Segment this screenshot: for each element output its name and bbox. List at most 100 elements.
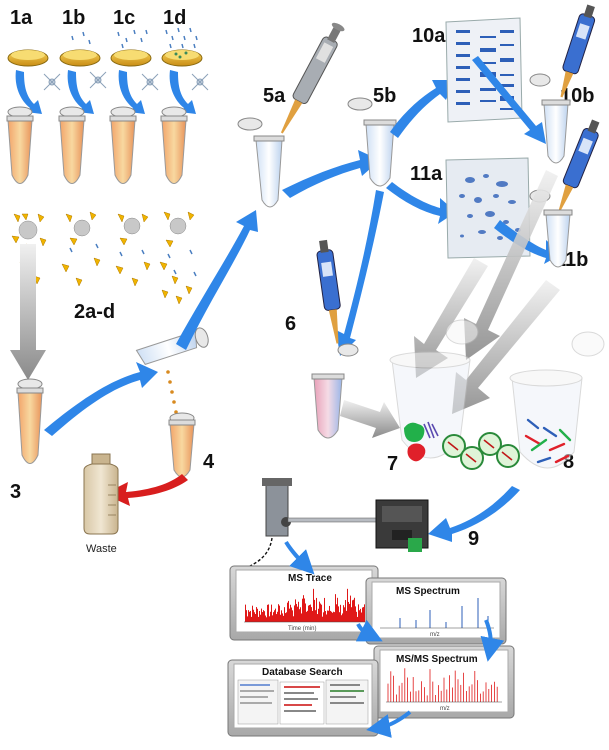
ms-trace-peak [343, 605, 344, 622]
ms-trace-peak [248, 610, 249, 622]
tubes-row-1 [6, 106, 188, 184]
ms-trace-peak [249, 611, 250, 622]
ms-trace-peak [331, 611, 332, 622]
ms-trace-peak [299, 609, 300, 622]
ms-trace-peak [348, 601, 349, 622]
ms-trace-peak [329, 605, 330, 622]
ms-trace-peak [361, 612, 362, 622]
ms-trace-peak [353, 599, 354, 622]
ms-trace-peak [258, 616, 259, 622]
ms-trace-peak [282, 613, 283, 622]
ms-trace-peak [334, 612, 335, 622]
ms-trace-peak [257, 608, 258, 622]
ms-trace-peak [298, 601, 299, 622]
blue-arrow-5b-to-11a [386, 182, 456, 224]
ms-trace-peak [278, 604, 279, 622]
label-1c: 1c [113, 7, 135, 29]
ms-trace-peak [311, 607, 312, 622]
ms-trace-peak [268, 604, 269, 622]
ms-trace-peak [305, 603, 306, 622]
peptides-8 [524, 418, 572, 464]
ms-trace-peak [304, 598, 305, 622]
ms-trace-peak [307, 610, 308, 622]
blue-arrow-4-to-5a [176, 210, 258, 350]
ms-spectrum-xlabel: m/z [430, 632, 440, 638]
ms-trace-peak [357, 616, 358, 622]
blue-arrow-trace-to-spectrum [355, 619, 383, 642]
tube-1c [109, 106, 137, 184]
ms-trace-peak [274, 610, 275, 622]
ms-trace-peak [338, 606, 339, 622]
falling-drops [166, 370, 178, 414]
ms-trace-peak [259, 611, 260, 622]
ms-trace-peak [319, 601, 320, 622]
ms-trace-peak [363, 607, 364, 622]
label-1a: 1a [10, 7, 33, 29]
ms-trace-peak [251, 616, 252, 622]
ms-trace-peak [312, 610, 313, 622]
ms-trace-peak [296, 603, 297, 622]
blue-arrow-spectrum-to-msms [480, 619, 505, 662]
ms-trace-peak [280, 614, 281, 622]
dashed-connector [249, 537, 273, 567]
ms-trace-peak [330, 610, 331, 622]
ms-trace-peak [270, 611, 271, 622]
ms-trace-peak [309, 605, 310, 622]
ms-trace-peak [269, 616, 270, 622]
ms-trace-peak [313, 588, 314, 622]
ms-trace-peak [287, 602, 288, 622]
ms-trace-peak [254, 612, 255, 622]
grey-arrow-to-3 [10, 244, 46, 380]
msms-spectrum-title: MS/MS Spectrum [396, 654, 478, 665]
tube-4 [168, 412, 196, 478]
tube-3 [16, 378, 44, 464]
dish-1d [161, 27, 203, 67]
ms-trace-peak [324, 597, 325, 622]
ms-trace-peak [356, 611, 357, 622]
monitor-ms-spectrum: MS Spectrum m/z [365, 577, 507, 645]
grey-arrow-11b-to-7 [452, 280, 560, 414]
red-arrow-to-waste [104, 474, 188, 506]
dish-1c [110, 29, 152, 67]
blue-arrow-5a-to-5b [282, 150, 380, 198]
ms-trace-peak [306, 611, 307, 622]
enzyme-wheels [442, 432, 520, 470]
ms-trace-peak [297, 606, 298, 622]
ms-trace-peak [335, 594, 336, 622]
ms-trace-peak [341, 615, 342, 622]
ms-trace-peak [345, 600, 346, 622]
label-6: 6 [285, 313, 296, 335]
monitor-database-search: Database Search [227, 659, 379, 737]
ms-trace-peak [289, 608, 290, 622]
monitor-ms-trace: MS Trace Time (min) [229, 565, 379, 641]
arrows-dish-to-tube [15, 70, 196, 114]
grey-arrow-10b-to-7 [464, 170, 558, 360]
tube-5a [237, 117, 285, 208]
ms-trace-peak [267, 604, 268, 622]
dish-1a [7, 49, 49, 67]
ms-trace-peak [275, 608, 276, 622]
label-5b: 5b [373, 85, 396, 107]
ms-trace-peak [272, 615, 273, 622]
label-8: 8 [563, 451, 574, 473]
ms-trace-peak [337, 597, 338, 622]
tube-10b [529, 73, 571, 164]
grey-arrow-11a-to-7 [414, 258, 488, 378]
ms-trace-peak [332, 612, 333, 622]
waste-bottle [83, 453, 119, 535]
label-9: 9 [468, 528, 479, 550]
ms-trace-peak [340, 604, 341, 622]
ms-trace-peak [284, 607, 285, 622]
ms-trace-peak [262, 612, 263, 622]
ms-trace-peak [252, 605, 253, 622]
label-2a-d: 2a-d [74, 301, 115, 323]
ms-trace-peak [351, 607, 352, 622]
label-5a: 5a [263, 85, 286, 107]
tube-pouring [135, 327, 209, 365]
ms-trace-peak [281, 610, 282, 622]
ms-trace-peak [290, 604, 291, 622]
lc-ms-instrument [262, 478, 429, 552]
ms-trace-peak [264, 611, 265, 622]
ms-trace-peak [325, 611, 326, 622]
ms-trace-peak [294, 605, 295, 622]
